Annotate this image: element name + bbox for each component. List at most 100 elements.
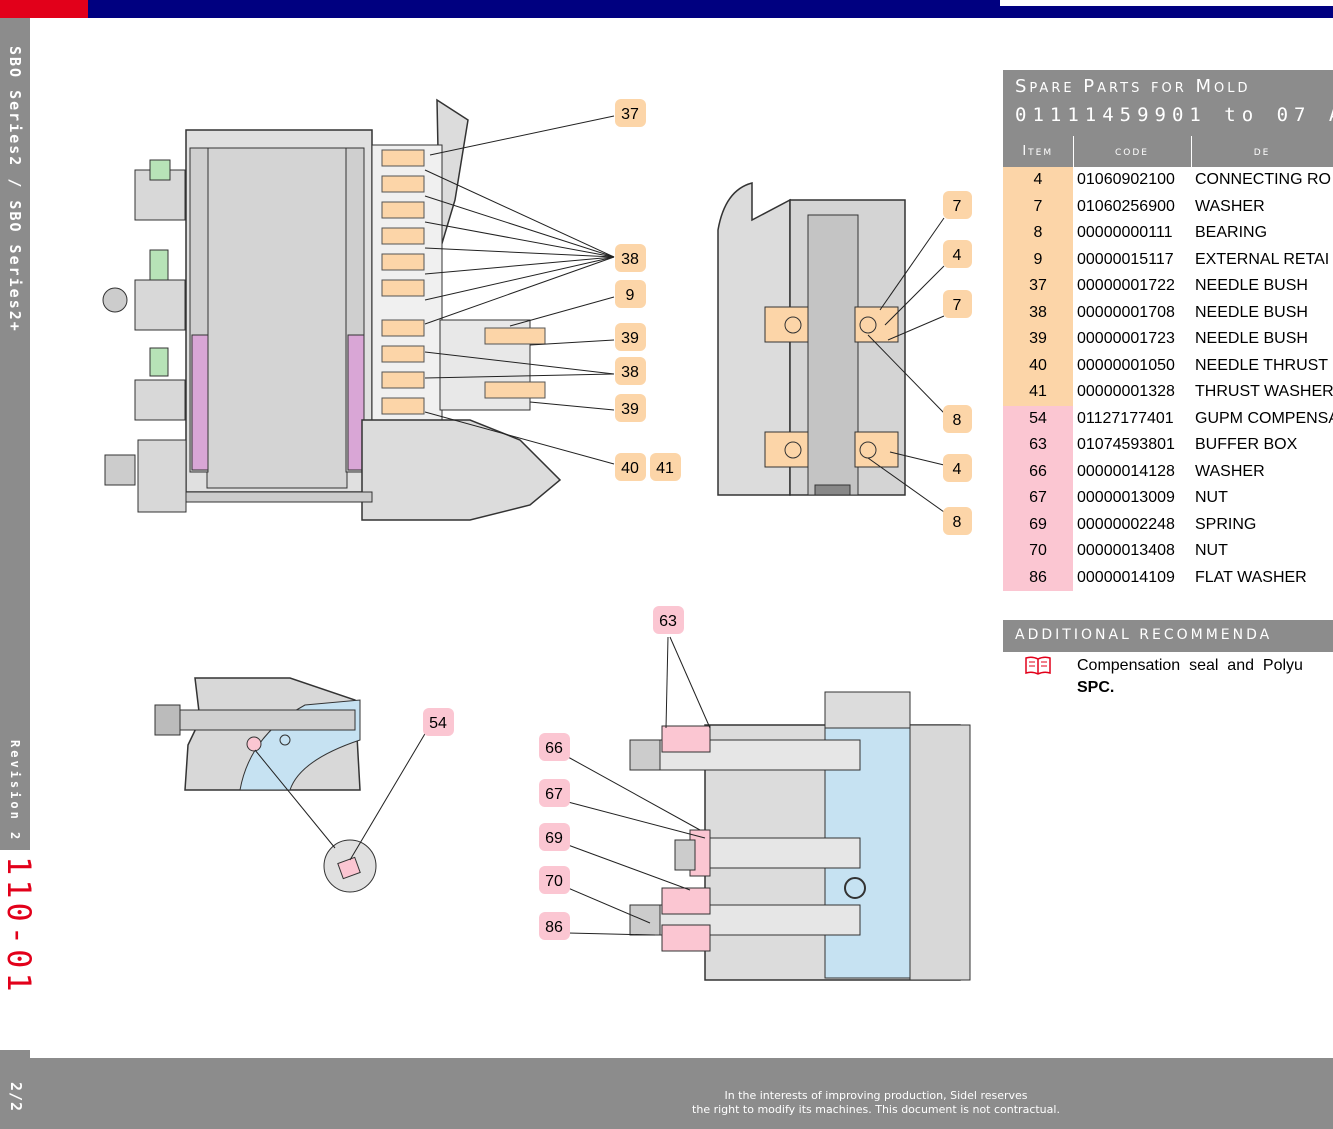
callout-69: 69 [539,823,570,851]
buffer-box-drawing [629,691,971,981]
compensation-seal-drawing [154,677,377,893]
svg-text:70: 70 [545,873,563,890]
exploded-diagram: 37 38 9 39 38 39 40 41 7 4 7 8 4 8 54 63… [102,98,972,981]
svg-text:4: 4 [953,247,962,264]
callout-40: 40 [615,453,646,481]
description-cell: NEEDLE BUSH [1195,330,1308,348]
svg-text:38: 38 [621,251,639,268]
callout-41: 41 [650,453,681,481]
callout-8: 8 [943,507,972,535]
spare-parts-panel: Spare Parts for Mold 01111459901 to 07 A… [1003,70,1333,591]
recommendation-text: Compensation seal and Polyu SPC. [1077,655,1303,699]
item-cell: 40 [1003,352,1073,379]
callout-38: 38 [615,357,646,385]
top-bar-red [0,0,88,18]
item-cell: 4 [1003,167,1073,194]
item-cell: 37 [1003,273,1073,300]
callout-9: 9 [615,280,646,308]
item-cell: 7 [1003,193,1073,220]
code-cell: 01060902100 [1077,171,1175,189]
svg-text:63: 63 [659,613,677,630]
recommendation-bold: SPC. [1077,679,1115,696]
svg-text:54: 54 [429,715,447,732]
callout-70: 70 [539,866,570,894]
code-cell: 00000014109 [1077,568,1175,586]
book-icon [1025,656,1051,675]
callout-39: 39 [615,323,646,351]
description-cell: FLAT WASHER [1195,568,1307,586]
section-number: 110-01 [0,856,38,996]
svg-text:9: 9 [626,287,635,304]
description-cell: THRUST WASHER [1195,383,1333,401]
code-cell: 00000001723 [1077,330,1175,348]
description-cell: WASHER [1195,462,1265,480]
item-cell: 41 [1003,379,1073,406]
code-cell: 00000015117 [1077,250,1174,268]
footer-line-2: the right to modify its machines. This d… [692,1103,1060,1116]
item-cell: 67 [1003,485,1073,512]
connecting-rod-drawing [717,182,906,496]
code-cell: 00000000111 [1077,224,1173,242]
svg-text:69: 69 [545,830,563,847]
spare-parts-header: Spare Parts for Mold 01111459901 to 07 A [1003,70,1333,136]
svg-text:40: 40 [621,460,639,477]
recommendation-line: Compensation seal and Polyu [1077,657,1303,674]
description-cell: GUPM COMPENSA [1195,409,1333,427]
additional-recommendations-header: ADDITIONAL RECOMMENDA [1003,620,1333,652]
item-cell: 86 [1003,564,1073,591]
callout-39: 39 [615,394,646,422]
footer-bar [30,1058,1333,1129]
callout-7: 7 [943,191,972,219]
code-cell: 01060256900 [1077,197,1175,215]
item-cell: 8 [1003,220,1073,247]
series-label: SBO Series2 / SBO Series2+ [6,46,24,333]
code-cell: 00000014128 [1077,462,1175,480]
item-cell: 39 [1003,326,1073,353]
callout-8: 8 [943,405,972,433]
description-cell: WASHER [1195,197,1265,215]
svg-text:7: 7 [953,198,962,215]
column-description: de [1191,136,1333,167]
top-bar-blue [88,0,1000,18]
callout-4: 4 [943,454,972,482]
item-cell: 54 [1003,405,1073,432]
additional-title: ADDITIONAL RECOMMENDA [1015,627,1273,643]
item-cell: 66 [1003,458,1073,485]
callout-4: 4 [943,240,972,268]
item-cell: 63 [1003,432,1073,459]
svg-text:39: 39 [621,401,639,418]
callout-67: 67 [539,779,570,807]
item-cell: 69 [1003,511,1073,538]
code-cell: 00000013009 [1077,489,1175,507]
item-cell: 70 [1003,538,1073,565]
description-cell: NUT [1195,542,1228,560]
callout-38: 38 [615,244,646,272]
svg-text:86: 86 [545,919,563,936]
column-item: Item [1003,136,1074,167]
svg-text:4: 4 [953,461,962,478]
svg-text:41: 41 [656,460,674,477]
mold-assembly-drawing [102,98,562,521]
page-number: 2/2 [7,1082,25,1113]
item-cell: 9 [1003,246,1073,273]
code-cell: 00000001328 [1077,383,1175,401]
section-number-box: 110-01 [0,850,38,1050]
svg-text:38: 38 [621,364,639,381]
code-cell: 00000001050 [1077,356,1175,374]
description-cell: CONNECTING RO [1195,171,1331,189]
column-code: code [1073,136,1192,167]
svg-text:8: 8 [953,514,962,531]
description-cell: BEARING [1195,224,1268,242]
